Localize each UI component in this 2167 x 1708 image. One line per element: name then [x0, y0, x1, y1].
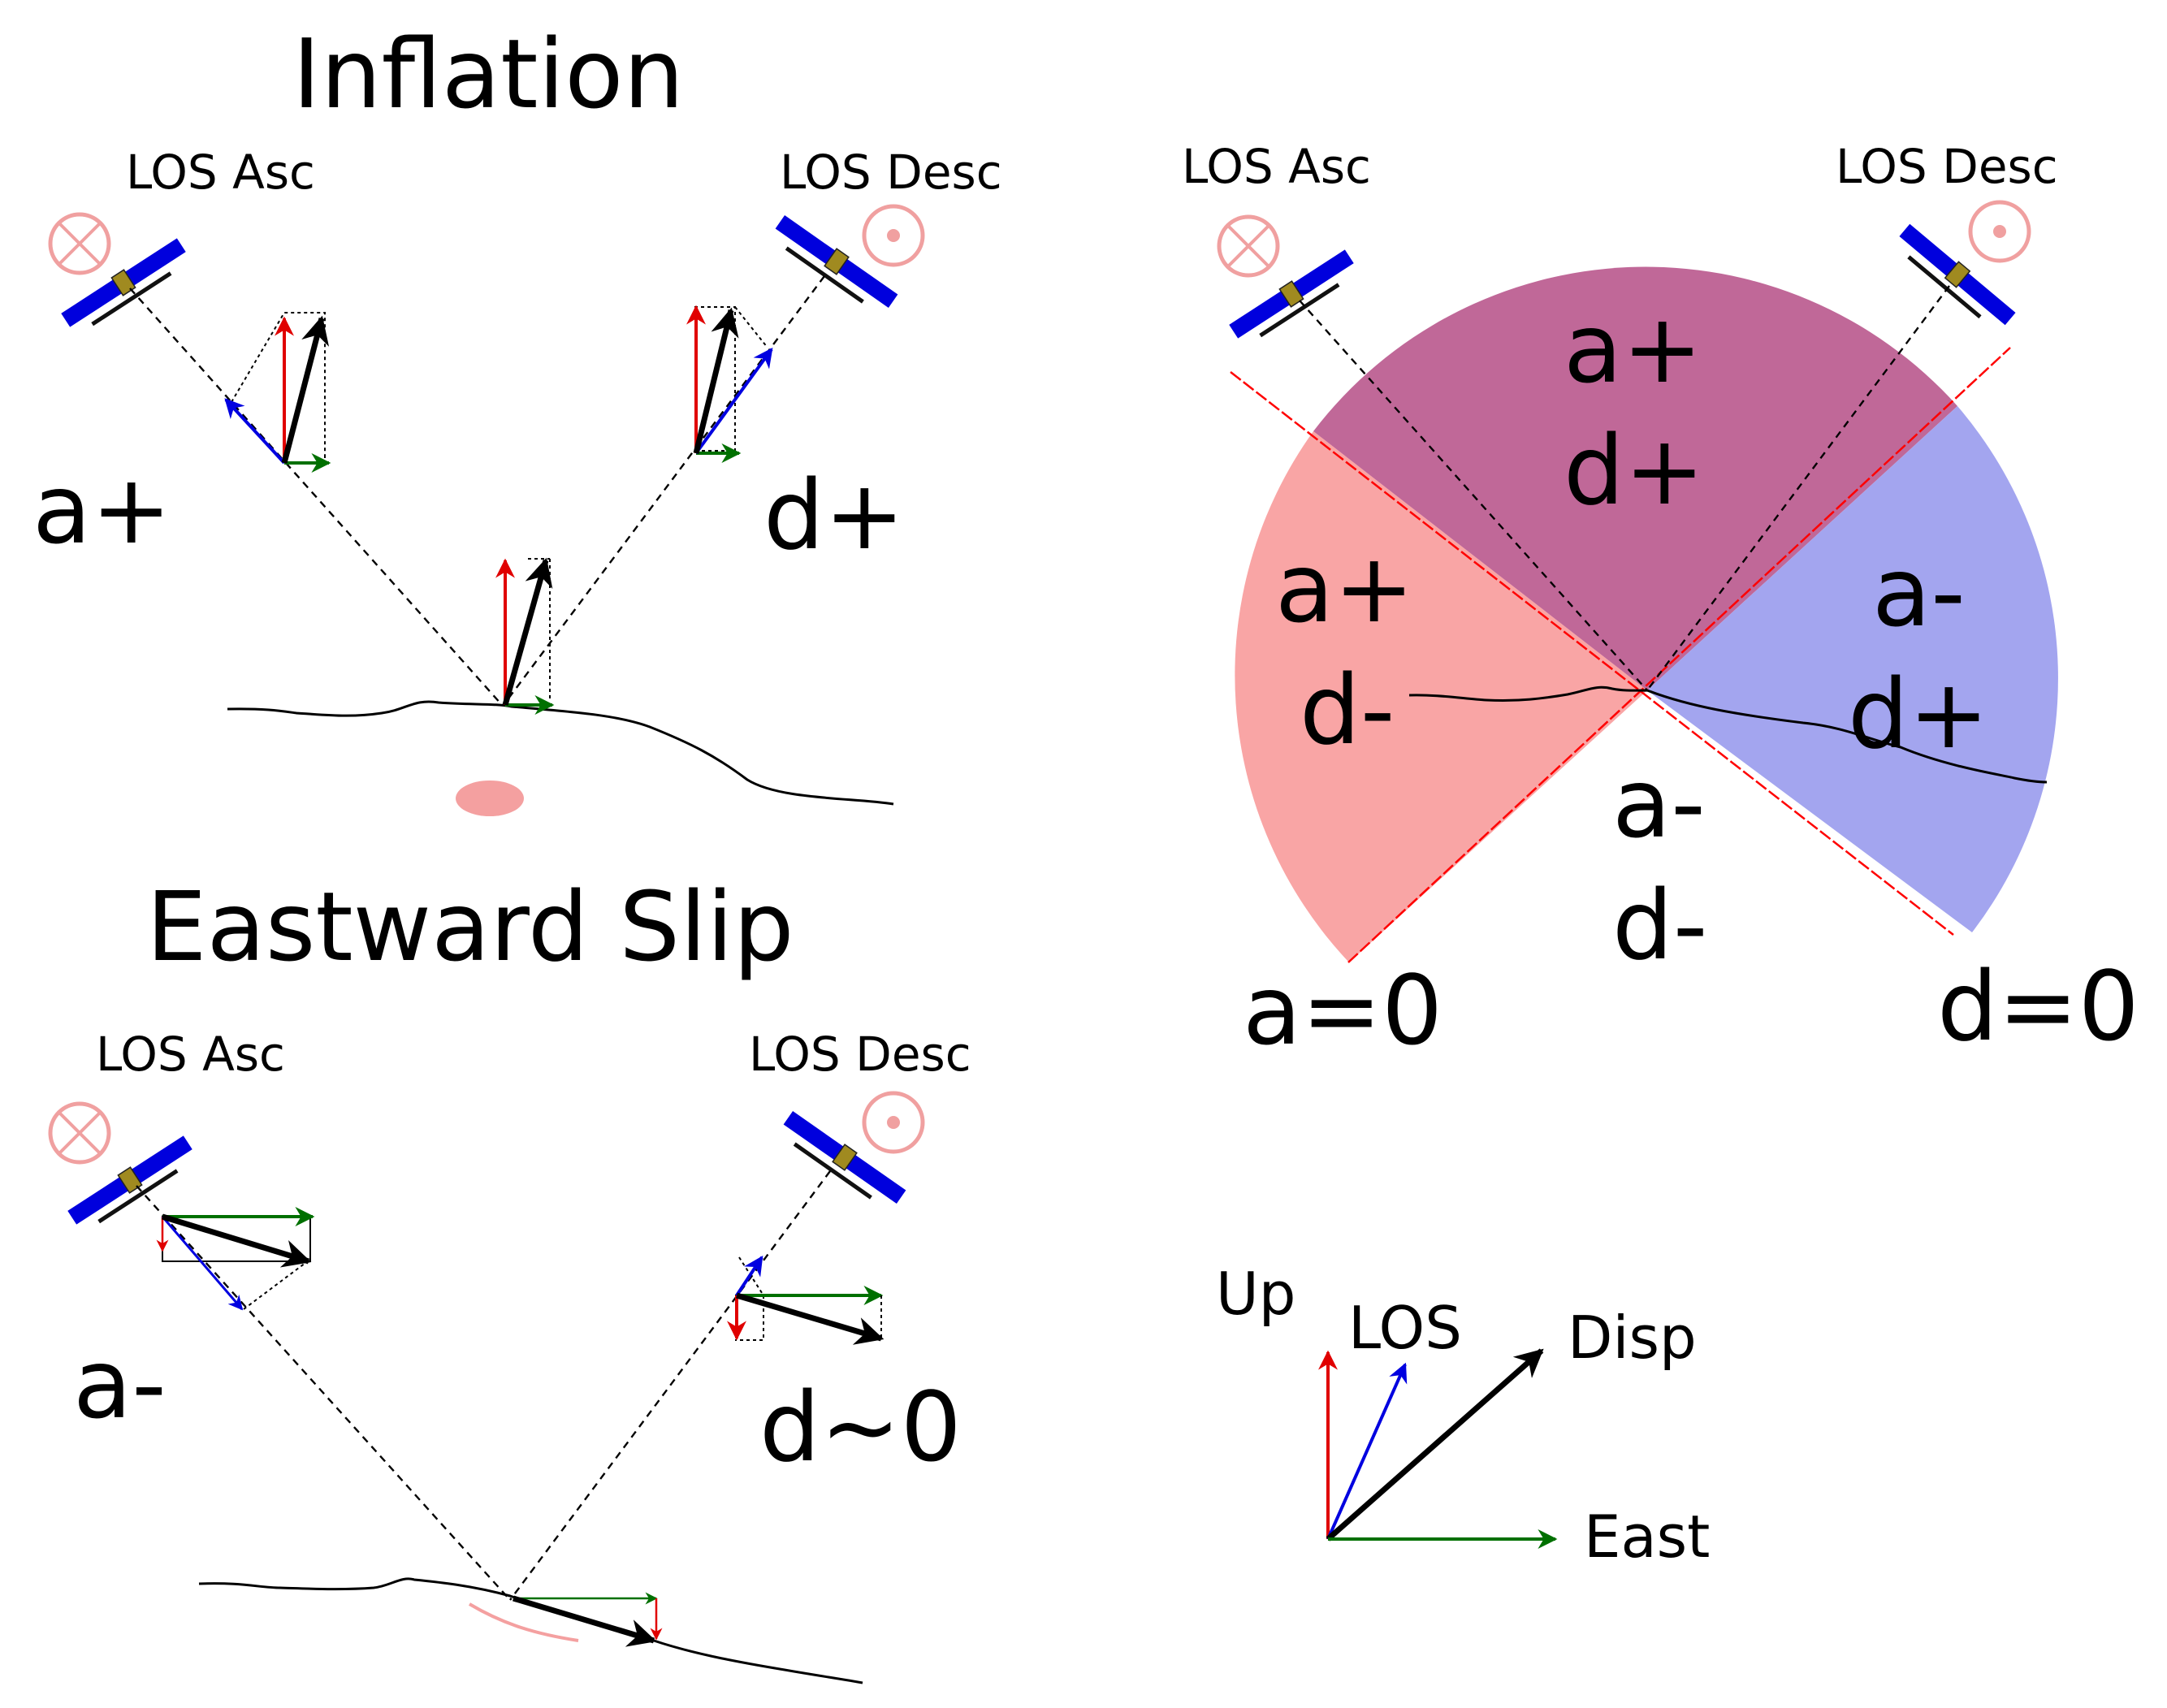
- asc-look-line: [129, 288, 503, 706]
- vector-legend: Up LOS Disp East: [1216, 1260, 1710, 1571]
- inflation-asc-sign: a+: [32, 453, 171, 565]
- sign-sector-panel: LOS Asc LOS Desc a+ d+ a+ d- a- d+ a- d-…: [1182, 139, 2139, 1066]
- magma-source-ellipse: [456, 780, 524, 816]
- desc-vectors: [686, 305, 773, 463]
- sector-right-fill: [1647, 406, 2058, 932]
- sector-terrain-profile: [1408, 685, 2048, 784]
- sector-top-line2: d+: [1564, 414, 1705, 526]
- inflation-title: Inflation: [292, 18, 684, 130]
- slip-desc-vectors: [727, 1255, 885, 1345]
- eastward-slip-panel: Eastward Slip LOS Asc LOS Desc: [48, 871, 971, 1684]
- sector-asc-label: LOS Asc: [1182, 139, 1371, 194]
- inflation-panel: Inflation LOS Asc LOS Desc: [32, 18, 1002, 816]
- desc-label: LOS Desc: [780, 145, 1002, 200]
- zero-desc-line: [1347, 347, 2011, 963]
- terrain-profile: [227, 700, 894, 806]
- legend-east-label: East: [1584, 1503, 1710, 1571]
- inflation-desc-sign: d+: [763, 459, 905, 571]
- into-page-icon: [48, 212, 111, 275]
- slip-title: Eastward Slip: [146, 871, 794, 983]
- slip-asc-sign: a-: [73, 1328, 167, 1440]
- desc-look-line: [503, 275, 825, 706]
- sector-bottom-line2: d-: [1612, 869, 1707, 981]
- sector-right-line2: d+: [1848, 658, 1989, 770]
- sector-left-line1: a+: [1275, 532, 1414, 644]
- sector-top-line1: a+: [1564, 292, 1702, 404]
- slip-desc-label: LOS Desc: [749, 1027, 971, 1082]
- sector-desc-label: LOS Desc: [1836, 139, 2058, 194]
- zero-asc-line: [1230, 371, 1954, 936]
- sector-top-fill: [1313, 266, 1957, 690]
- desc-satellite-icon: [770, 214, 899, 316]
- legend-up-label: Up: [1216, 1260, 1295, 1328]
- out-of-page-icon: [862, 204, 925, 267]
- slip-terrain-profile: [198, 1577, 863, 1684]
- sector-bottom-line1: a-: [1612, 747, 1706, 859]
- zero-desc-label: d=0: [1937, 950, 2139, 1062]
- sector-desc-look-line: [1646, 285, 1950, 691]
- sector-into-page-icon: [1217, 214, 1280, 278]
- slip-fault-line: [468, 1602, 579, 1642]
- slip-asc-label: LOS Asc: [96, 1027, 285, 1082]
- legend-los-arrow: [1326, 1362, 1408, 1540]
- slip-ground-vectors: [512, 1592, 663, 1647]
- legend-los-label: LOS: [1348, 1294, 1462, 1362]
- sector-out-of-page-icon: [1968, 200, 2031, 263]
- slip-desc-sign: d~0: [759, 1371, 962, 1483]
- sector-asc-satellite-icon: [1228, 248, 1360, 347]
- asc-satellite-icon: [60, 236, 192, 335]
- slip-out-of-page-icon: [862, 1091, 925, 1154]
- sector-desc-satellite-icon: [1893, 222, 2018, 332]
- legend-disp-arrow: [1326, 1348, 1544, 1542]
- asc-vectors: [224, 312, 331, 473]
- asc-label: LOS Asc: [126, 145, 315, 200]
- slip-asc-vectors: [156, 1207, 315, 1311]
- slip-asc-look-line: [136, 1185, 511, 1601]
- zero-asc-label: a=0: [1243, 954, 1443, 1066]
- ground-vectors: [495, 557, 555, 715]
- slip-desc-look-line: [509, 1170, 831, 1601]
- sector-right-line1: a-: [1872, 536, 1966, 648]
- sector-asc-look-line: [1299, 300, 1648, 691]
- sector-left-line2: d-: [1300, 654, 1395, 766]
- slip-into-page-icon: [48, 1101, 111, 1165]
- legend-disp-label: Disp: [1568, 1304, 1697, 1372]
